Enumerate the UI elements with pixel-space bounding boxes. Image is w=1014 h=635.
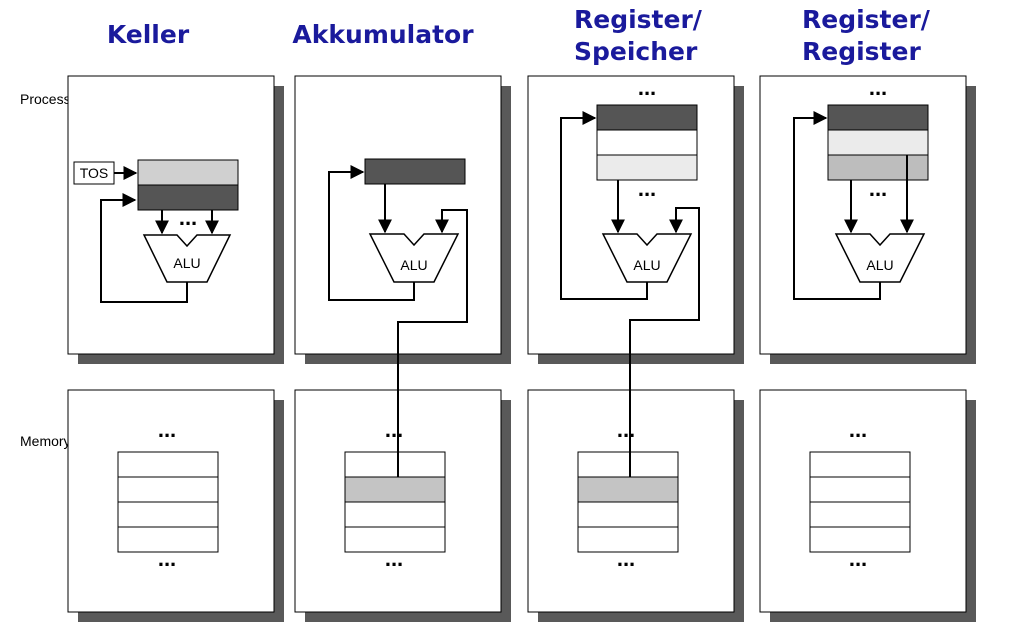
memory-ellipsis-top: ... (617, 417, 635, 442)
memory-cell (344, 501, 446, 528)
alu-register-register (834, 233, 926, 283)
processor-box-keller (67, 75, 284, 364)
memory-ellipsis-top: ... (385, 417, 403, 442)
stack-second-cell (137, 184, 239, 211)
memory-cell (117, 451, 219, 478)
memory-cell (809, 476, 911, 503)
memory-cell-operand (344, 476, 446, 503)
memory-cell (809, 501, 911, 528)
register-speicher-processor: ... ... ALU (560, 75, 700, 476)
title-register-register-line1: Register/ (802, 5, 931, 34)
memory-ellipsis-top: ... (849, 417, 867, 442)
register-ellipsis-top: ... (869, 75, 887, 100)
register-cell-dark (827, 104, 929, 131)
alu-result-to-accumulator (328, 165, 415, 301)
title-register-register-line2: Register (802, 37, 921, 66)
memory-box-register-register (759, 389, 976, 622)
memory-ellipsis-bottom: ... (617, 546, 635, 571)
register-speicher-memory: ... ... (577, 417, 679, 571)
memory-ellipsis-bottom: ... (385, 546, 403, 571)
tos-label: TOS (80, 165, 109, 181)
alu-keller (142, 234, 232, 283)
memory-ellipsis-top: ... (158, 417, 176, 442)
memory-ellipsis-bottom: ... (849, 546, 867, 571)
alu-register-speicher (601, 233, 693, 283)
alu-result-to-register (793, 111, 881, 300)
stack-top-cell (137, 159, 239, 186)
keller-processor: TOS ... ALU (73, 159, 239, 303)
memory-ellipsis-bottom: ... (158, 546, 176, 571)
register-ellipsis-bottom: ... (638, 176, 656, 201)
memory-cell (809, 451, 911, 478)
keller-memory: ... ... (117, 417, 219, 571)
register-cell-pale (596, 154, 698, 181)
title-keller: Keller (107, 20, 190, 49)
memory-cell (117, 501, 219, 528)
register-register-memory: ... ... (809, 417, 911, 571)
register-cell-dark (596, 104, 698, 131)
alu-akkumulator-label: ALU (400, 257, 427, 273)
akkumulator-processor: ALU (328, 158, 468, 476)
memory-to-alu-wire (629, 207, 700, 476)
memory-cell (577, 451, 679, 478)
title-register-speicher-line2: Speicher (574, 37, 698, 66)
memory-cell (344, 526, 446, 553)
memory-cell (117, 476, 219, 503)
memory-to-alu-wire (397, 209, 468, 476)
akkumulator-memory: ... ... (344, 417, 446, 571)
memory-label: Memory (20, 433, 71, 449)
register-register-processor: ... ... ALU (793, 75, 929, 300)
memory-box-akkumulator (294, 389, 511, 622)
register-cell-mid (827, 154, 929, 181)
alu-keller-label: ALU (173, 255, 200, 271)
register-ellipsis-top: ... (638, 75, 656, 100)
memory-cell (344, 451, 446, 478)
stack-ellipsis: ... (179, 205, 197, 230)
alu-register-register-label: ALU (866, 257, 893, 273)
alu-result-to-stack (100, 193, 188, 303)
memory-cell (809, 526, 911, 553)
register-cell-pale (827, 129, 929, 156)
alu-result-to-register (560, 111, 648, 300)
accumulator-register (364, 158, 466, 185)
title-akkumulator: Akkumulator (292, 20, 474, 49)
memory-cell-operand (577, 476, 679, 503)
memory-cell (577, 501, 679, 528)
processor-box-akkumulator (294, 75, 511, 364)
memory-cell (577, 526, 679, 553)
alu-akkumulator (368, 233, 460, 283)
register-cell (596, 129, 698, 156)
register-ellipsis-bottom: ... (869, 176, 887, 201)
memory-cell (117, 526, 219, 553)
memory-box-keller (67, 389, 284, 622)
title-register-speicher-line1: Register/ (574, 5, 703, 34)
alu-register-speicher-label: ALU (633, 257, 660, 273)
